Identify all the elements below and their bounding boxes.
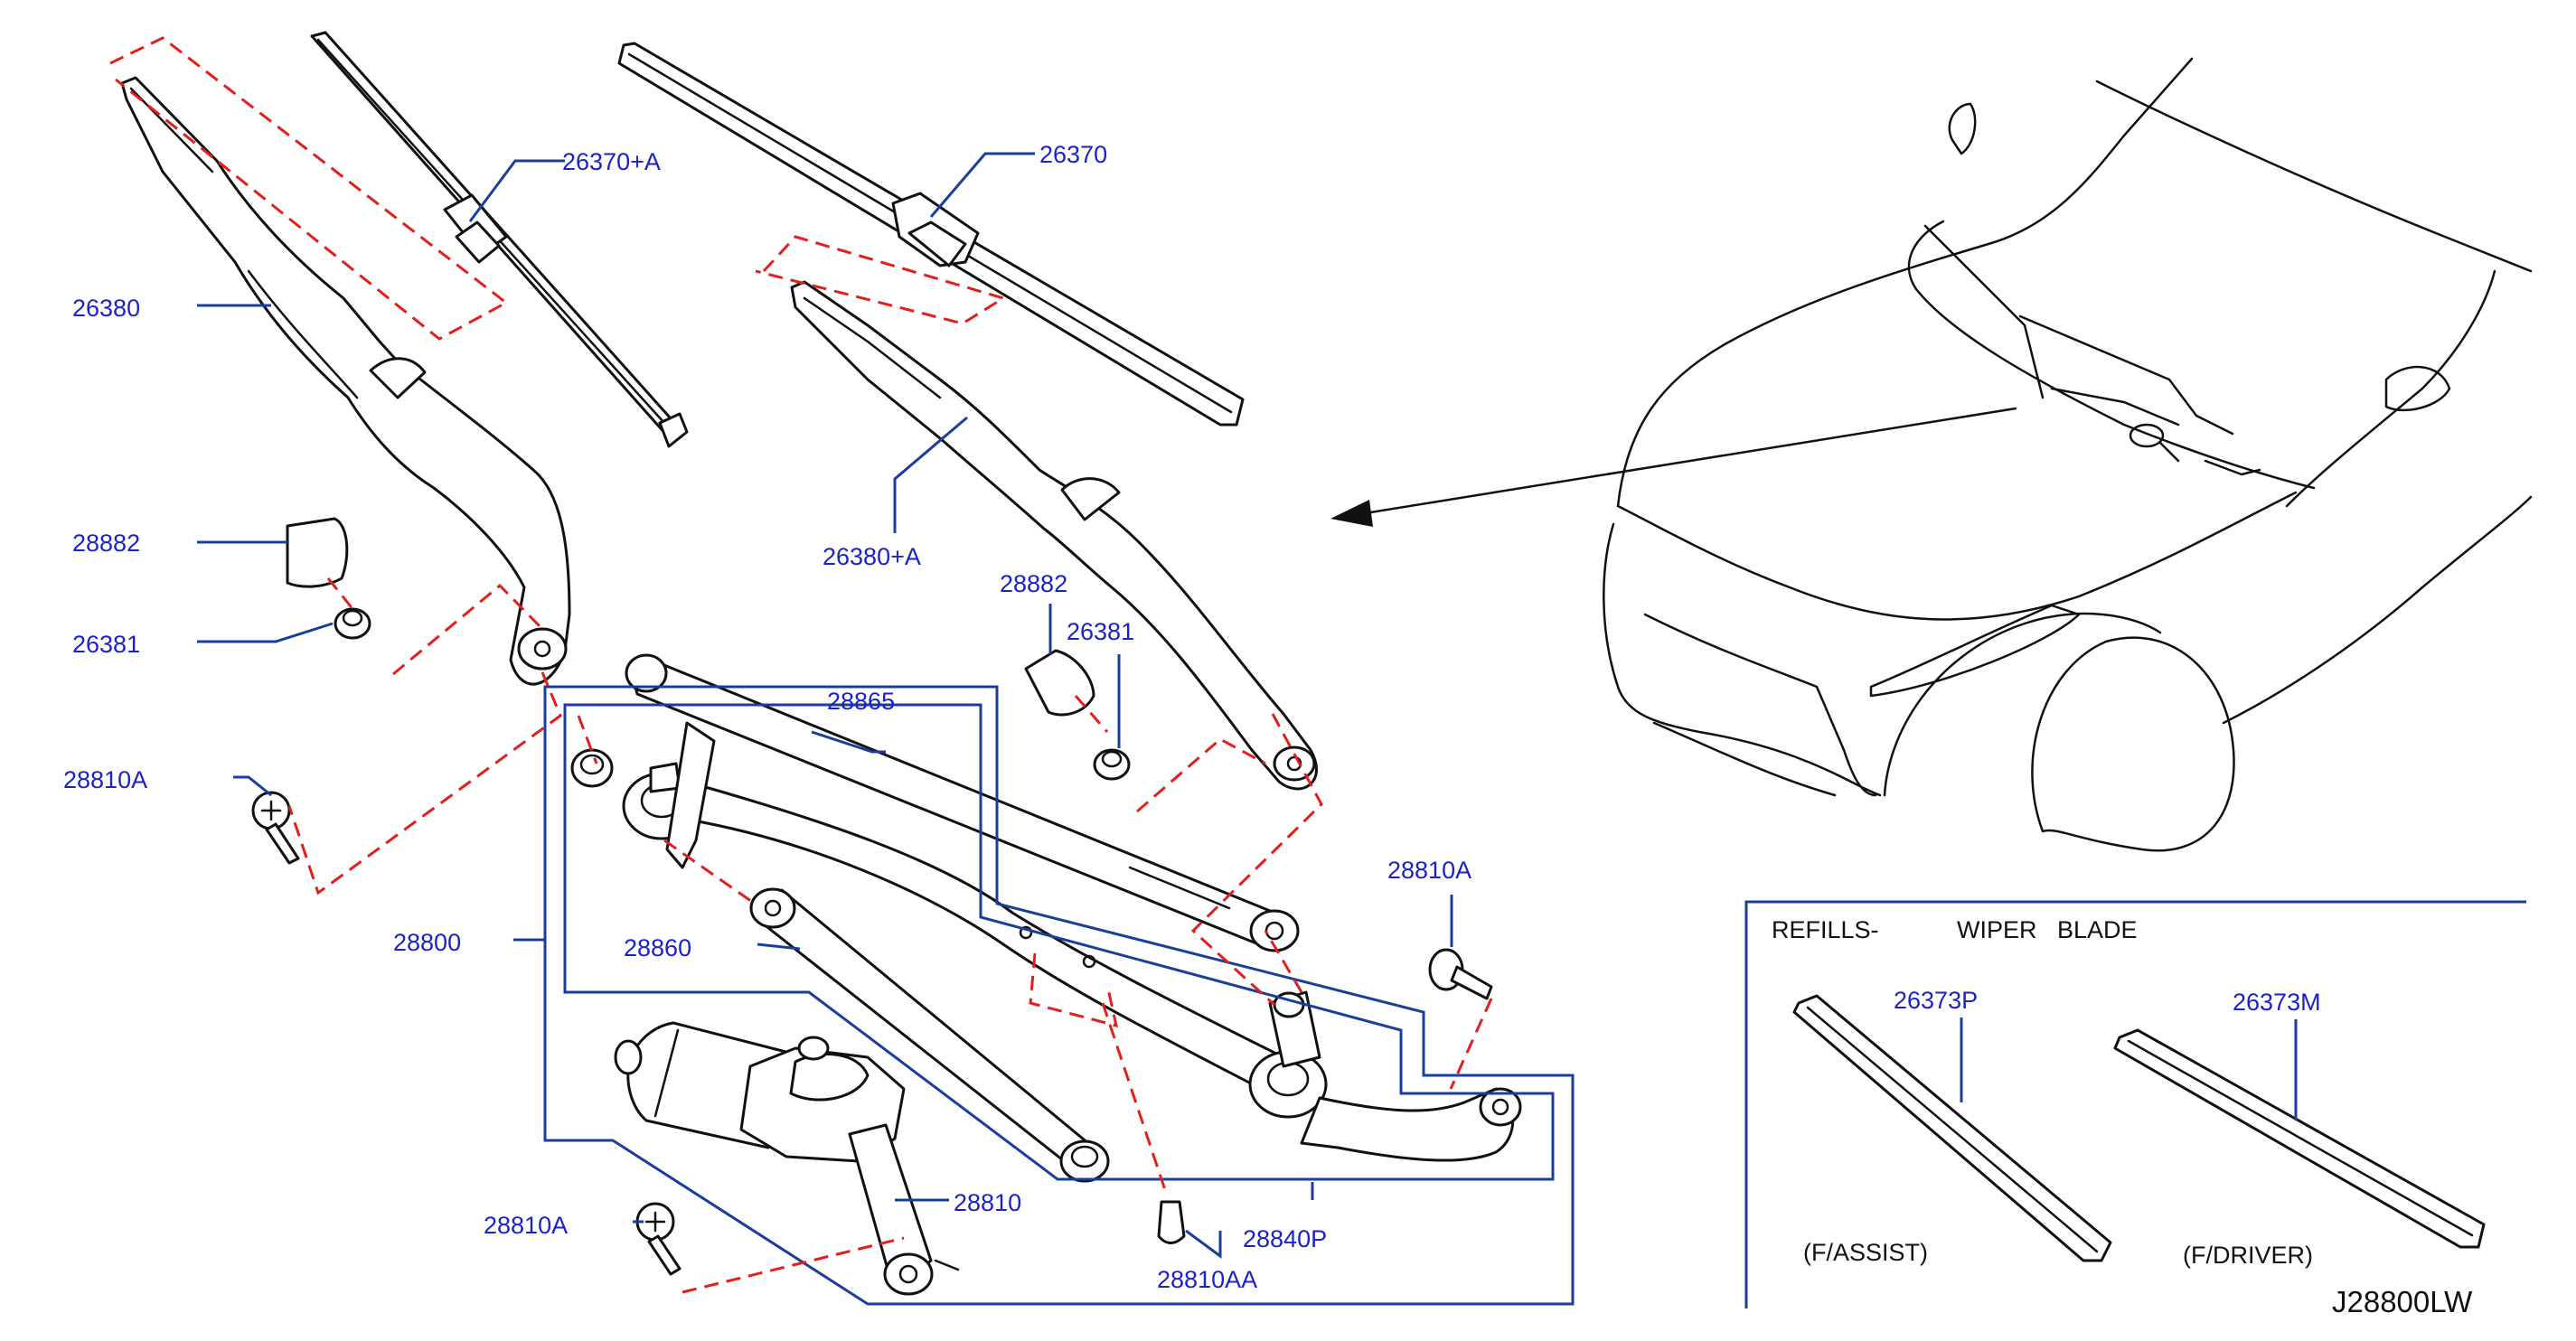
- refills-box: [1744, 900, 2526, 1308]
- refill-26373M: [2113, 1028, 2486, 1249]
- cap-28882-left: [286, 517, 349, 588]
- wiper-blade-left: [310, 31, 689, 448]
- nut-26381-right: [1093, 748, 1131, 781]
- wiper-linkage: [570, 653, 1522, 1183]
- callout-arrow: [1330, 407, 2017, 527]
- label-28865: 28865: [827, 688, 895, 715]
- bolt-28810AA: [1157, 1200, 1186, 1244]
- label-26381-left: 26381: [72, 631, 140, 658]
- label-28840P: 28840P: [1243, 1225, 1327, 1252]
- refill-assist-label: (F/ASSIST): [1803, 1239, 1928, 1266]
- wiper-arm-left: [120, 76, 571, 686]
- label-26373M: 26373M: [2233, 989, 2321, 1016]
- connection-lines: [109, 36, 1493, 1294]
- label-26370: 26370: [1039, 141, 1107, 168]
- label-28810A-left: 28810A: [63, 766, 147, 793]
- label-28810A-right: 28810A: [1387, 857, 1471, 884]
- nut-26381-left: [334, 607, 371, 640]
- label-28810: 28810: [954, 1189, 1021, 1216]
- leader-lines: [197, 152, 2298, 1259]
- label-26380A: 26380+A: [823, 543, 921, 570]
- bolt-28810A-left: [251, 791, 300, 865]
- refill-26373P: [1792, 994, 2112, 1262]
- refills-text: REFILLS- WIPER BLADE (F/ASSIST) (F/DRIVE…: [1772, 916, 2313, 1269]
- refills-heading-left: REFILLS-: [1772, 916, 1879, 943]
- label-26380: 26380: [72, 295, 140, 322]
- label-26370A: 26370+A: [562, 148, 661, 175]
- inner-box: [563, 703, 1555, 1181]
- refill-driver-label: (F/DRIVER): [2183, 1242, 2313, 1269]
- label-28810A-bottom: 28810A: [484, 1212, 568, 1239]
- label-28810AA: 28810AA: [1157, 1266, 1257, 1293]
- label-28882-right: 28882: [1000, 570, 1067, 597]
- wiper-motor: [614, 1021, 960, 1296]
- label-28882-left: 28882: [72, 530, 140, 557]
- part-number-labels: 26370+A 26370 26380 26380+A 28882 26381 …: [63, 141, 2321, 1293]
- car-illustration: [1603, 57, 2533, 852]
- diagram-code: J28800LW: [2332, 1285, 2473, 1318]
- bolt-28810A-right: [1428, 948, 1493, 1000]
- assembly-box: [543, 685, 1575, 1306]
- label-26381-right: 26381: [1067, 618, 1134, 645]
- label-28860: 28860: [624, 934, 691, 961]
- label-26373P: 26373P: [1894, 987, 1978, 1014]
- wiper-blade-right: [617, 42, 1245, 427]
- wiper-arm-right: [790, 280, 1318, 791]
- label-28800: 28800: [393, 929, 461, 956]
- bolt-28810A-bottom: [635, 1202, 682, 1276]
- refills-heading-right: WIPER BLADE: [1957, 916, 2138, 943]
